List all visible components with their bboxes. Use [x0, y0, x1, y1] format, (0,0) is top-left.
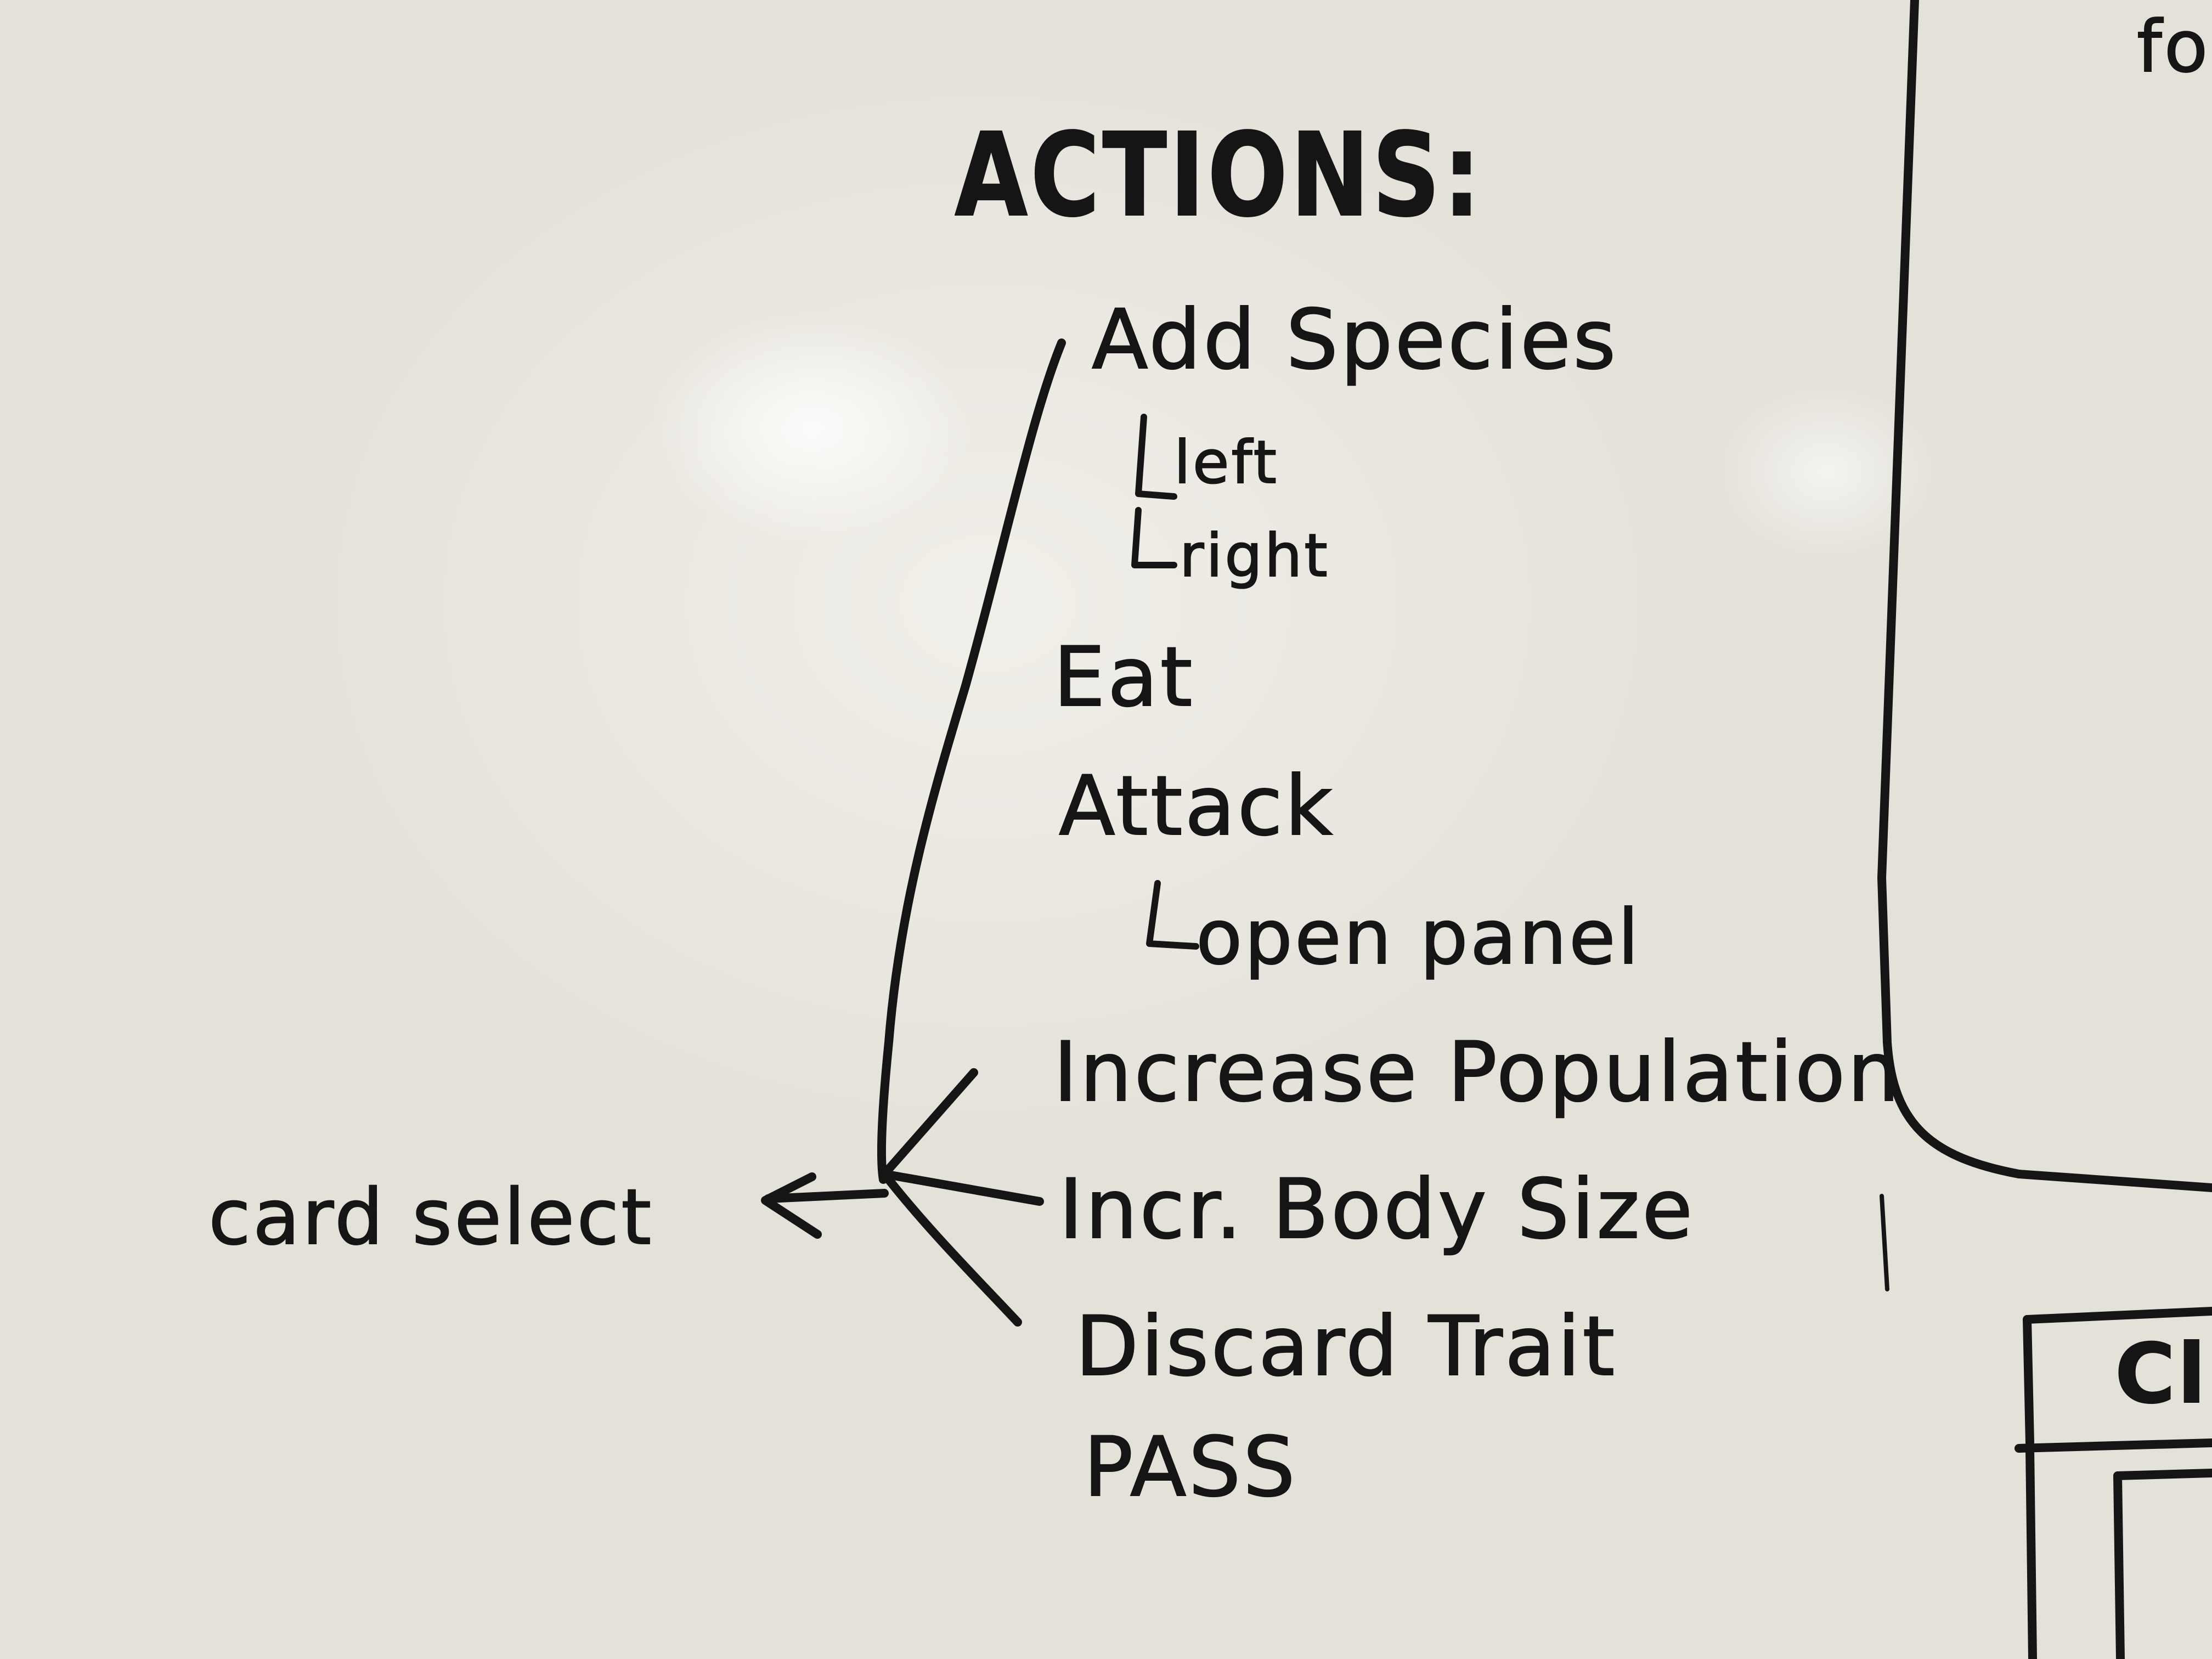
- bracket-line: [877, 338, 1066, 1184]
- arrow-head-card-select: [761, 1172, 822, 1239]
- action-pass: PASS: [1083, 1420, 1297, 1515]
- action-increase-population: Increase Population: [1053, 1025, 1902, 1120]
- corner-box-outline: [2015, 1307, 2212, 1659]
- option-open-panel: open panel: [1195, 893, 1641, 981]
- action-attack: Attack: [1058, 759, 1335, 854]
- cut-off-text-box: Cl: [2114, 1327, 2208, 1422]
- option-left: left: [1173, 428, 1279, 497]
- right-frame-tick: [1880, 1194, 1889, 1291]
- arrow-right-option: [1131, 507, 1177, 568]
- option-right: right: [1179, 522, 1330, 590]
- action-eat: Eat: [1053, 630, 1195, 725]
- arrow-left-option: [1135, 414, 1177, 500]
- action-add-species: Add Species: [1091, 292, 1618, 388]
- arrow-to-card-select: [764, 1189, 889, 1203]
- cut-off-text-top-right: fo: [2136, 5, 2210, 88]
- card-select-label: card select: [208, 1173, 654, 1262]
- arrow-open-panel: [1146, 880, 1199, 950]
- branch-discard-trait: [880, 1170, 1022, 1327]
- action-increase-body-size: Incr. Body Size: [1058, 1162, 1695, 1257]
- action-discard-trait: Discard Trait: [1075, 1299, 1617, 1395]
- branch-body-size: [880, 1170, 1044, 1206]
- actions-title: ACTIONS:: [954, 108, 1483, 242]
- branch-increase-population: [880, 1068, 978, 1178]
- right-frame: [1877, 0, 2212, 1192]
